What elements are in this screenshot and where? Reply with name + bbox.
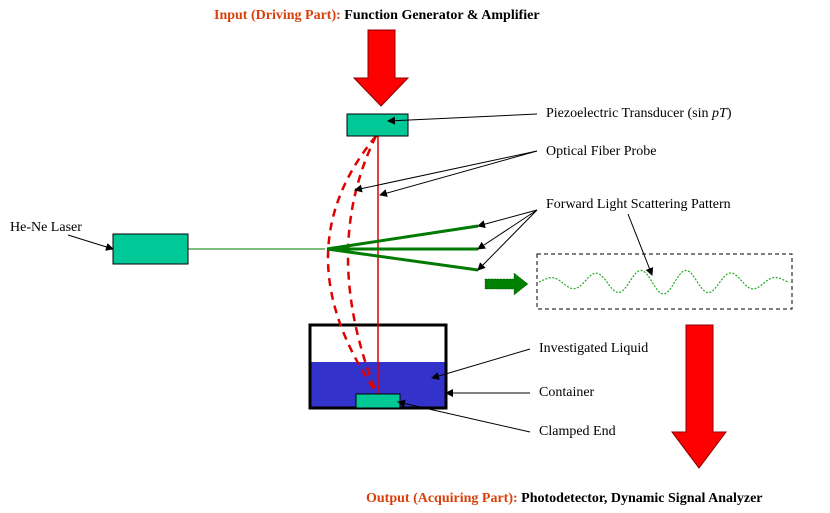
leader-fiber-2 (379, 150, 538, 197)
scatter-beam-lower (326, 247, 479, 272)
leader-scatter-3 (477, 209, 538, 271)
signal-window (536, 253, 793, 310)
leader-transducer (387, 113, 538, 125)
input-text: Function Generator & Amplifier (344, 8, 540, 23)
laser-block (112, 233, 189, 265)
transducer-label: Piezoelectric Transducer (sin pT) (546, 106, 731, 122)
transducer-label-p: p (712, 106, 720, 121)
scattering-label: Forward Light Scattering Pattern (546, 197, 731, 212)
clamped-end-label: Clamped End (539, 424, 616, 439)
output-prefix: Output (Acquiring Part): (366, 491, 518, 506)
transducer-label-suffix: ) (726, 106, 732, 121)
fiber-probe-label: Optical Fiber Probe (546, 144, 657, 159)
leader-laser (67, 234, 114, 251)
liquid-label: Investigated Liquid (539, 341, 649, 356)
leader-liquid (431, 348, 531, 380)
leader-clamped (397, 399, 531, 433)
transducer-block (346, 113, 409, 137)
fiber-probe-deflected-outer (326, 135, 378, 393)
input-heading: Input (Driving Part): Function Generator… (214, 8, 540, 24)
transducer-label-T: T (719, 106, 727, 121)
output-text: Photodetector, Dynamic Signal Analyzer (521, 491, 763, 506)
leader-scatter-wave (627, 213, 654, 276)
leader-scatter-1 (477, 209, 538, 229)
scatter-beam-upper (326, 224, 479, 251)
leader-fiber-1 (354, 150, 538, 193)
laser-label: He-Ne Laser (10, 220, 82, 235)
output-heading: Output (Acquiring Part): Photodetector, … (366, 491, 763, 507)
leader-scatter-2 (477, 209, 538, 250)
container-label: Container (539, 385, 595, 400)
signal-arrow (484, 272, 529, 296)
clamp-block (355, 393, 401, 409)
input-prefix: Input (Driving Part): (214, 8, 341, 23)
fiber-probe-deflected-inner (346, 135, 378, 393)
transducer-label-prefix: Piezoelectric Transducer (sin (546, 106, 709, 121)
output-arrow (671, 324, 727, 469)
signal-wave (538, 269, 790, 295)
input-arrow (352, 29, 410, 107)
